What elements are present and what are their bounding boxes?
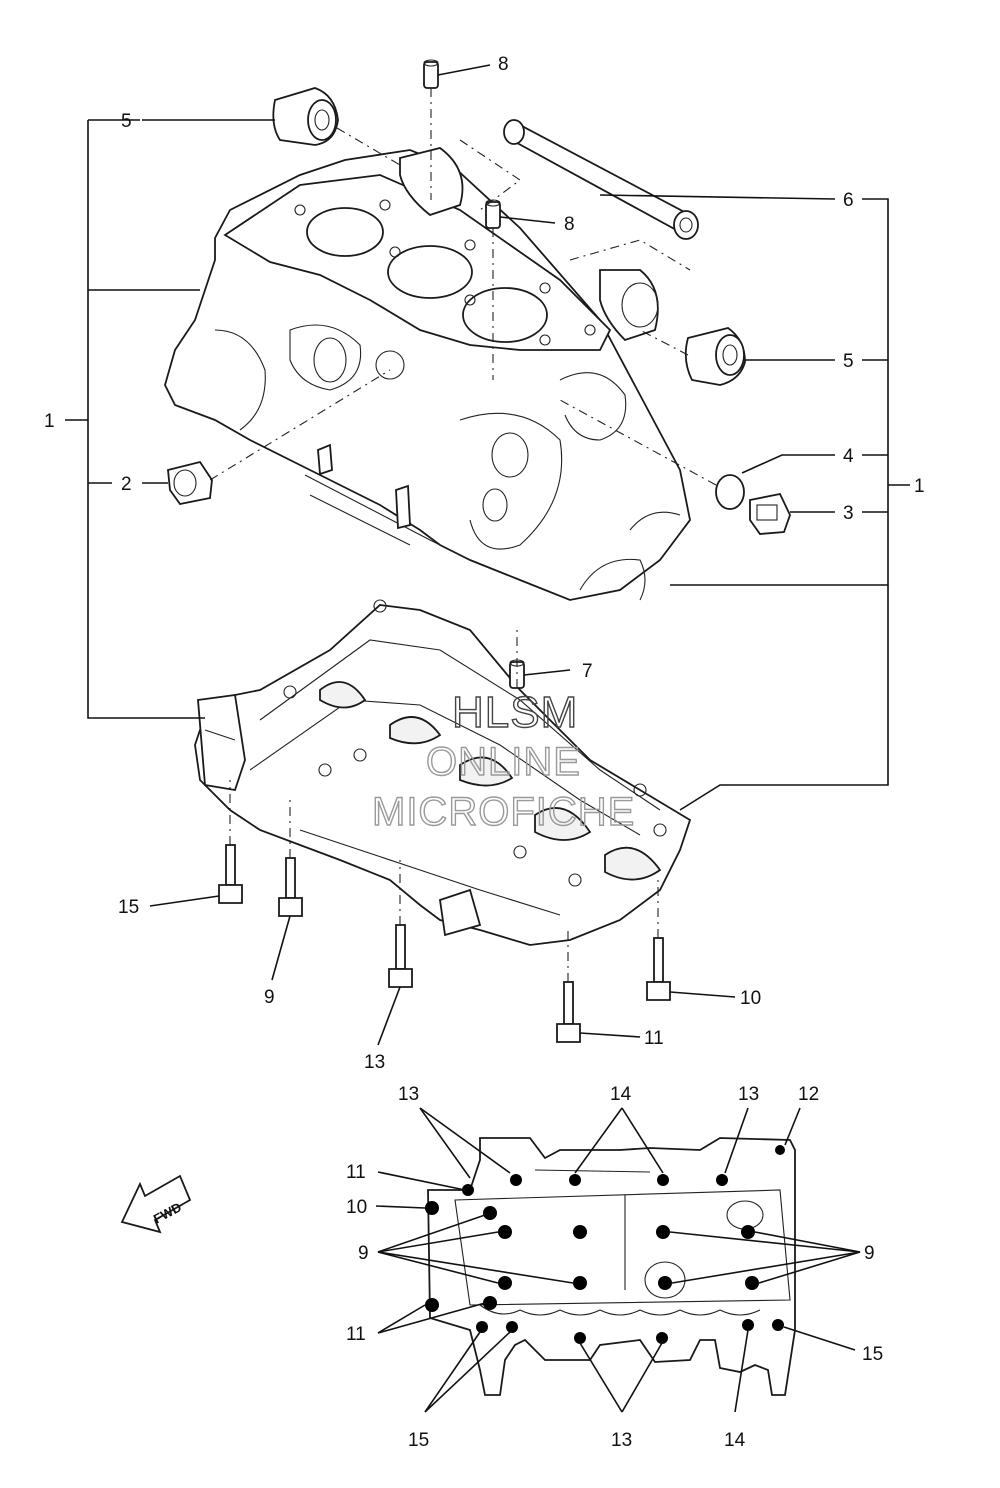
bolt-10 [646, 937, 671, 1001]
callout-1-right: 1 [914, 476, 925, 497]
callout-1-left: 1 [44, 411, 55, 432]
mount-bushing-right [684, 327, 746, 386]
drain-plug [167, 460, 213, 505]
pattern-callout-13-bottom: 13 [611, 1430, 632, 1451]
callout-7: 7 [582, 661, 593, 682]
callout-4: 4 [843, 446, 854, 467]
callout-3: 3 [843, 503, 854, 524]
bolt-11 [556, 981, 581, 1043]
o-ring [715, 474, 745, 510]
pattern-callout-13-b: 13 [738, 1084, 759, 1105]
dowel-pin-top [423, 59, 439, 89]
pattern-callout-11-b: 11 [346, 1324, 366, 1345]
fitting [749, 492, 791, 535]
watermark-line-3: MICROFICHE [372, 790, 635, 834]
callout-15: 15 [118, 897, 139, 918]
bolt-15 [218, 844, 243, 904]
watermark-line-2: ONLINE [426, 740, 581, 784]
callout-2: 2 [121, 474, 132, 495]
callout-5-right: 5 [843, 351, 854, 372]
callout-9: 9 [264, 987, 275, 1008]
mount-shaft [503, 119, 699, 240]
pattern-callout-10: 10 [346, 1197, 367, 1218]
assembly-lines [209, 88, 717, 982]
callout-13: 13 [364, 1052, 385, 1073]
pattern-callout-9-left: 9 [358, 1243, 369, 1264]
lower-crankcase [194, 599, 692, 946]
pattern-callout-12: 12 [798, 1084, 819, 1105]
pattern-callout-14-top: 14 [610, 1084, 632, 1105]
watermark: HLSM ONLINE MICROFICHE [371, 687, 635, 834]
callout-10: 10 [740, 988, 761, 1009]
pattern-callout-14-bottom: 14 [724, 1430, 746, 1451]
mount-bushing-left [272, 87, 339, 146]
pattern-callout-13-a: 13 [398, 1084, 419, 1105]
callouts: 8 5 8 6 1 5 4 2 1 3 7 15 9 10 13 11 13 1… [44, 54, 925, 1451]
pattern-callout-15-right: 15 [862, 1344, 883, 1365]
pattern-callout-15-bottom: 15 [408, 1430, 429, 1451]
fwd-arrow-icon: FWD [120, 1174, 192, 1234]
callout-11: 11 [644, 1028, 664, 1049]
callout-6: 6 [843, 190, 854, 211]
callout-8-mid: 8 [564, 214, 575, 235]
bolt-13 [388, 924, 413, 988]
bolt-pattern-view [375, 1107, 861, 1413]
bracket-lines [65, 64, 910, 1046]
bolt-9 [278, 857, 303, 917]
watermark-line-1: HLSM [452, 688, 578, 737]
callout-8-top: 8 [498, 54, 509, 75]
callout-5-left: 5 [121, 111, 132, 132]
upper-crankcase [164, 147, 691, 601]
pattern-callout-9-right: 9 [864, 1243, 875, 1264]
pattern-callout-11-a: 11 [346, 1162, 366, 1183]
